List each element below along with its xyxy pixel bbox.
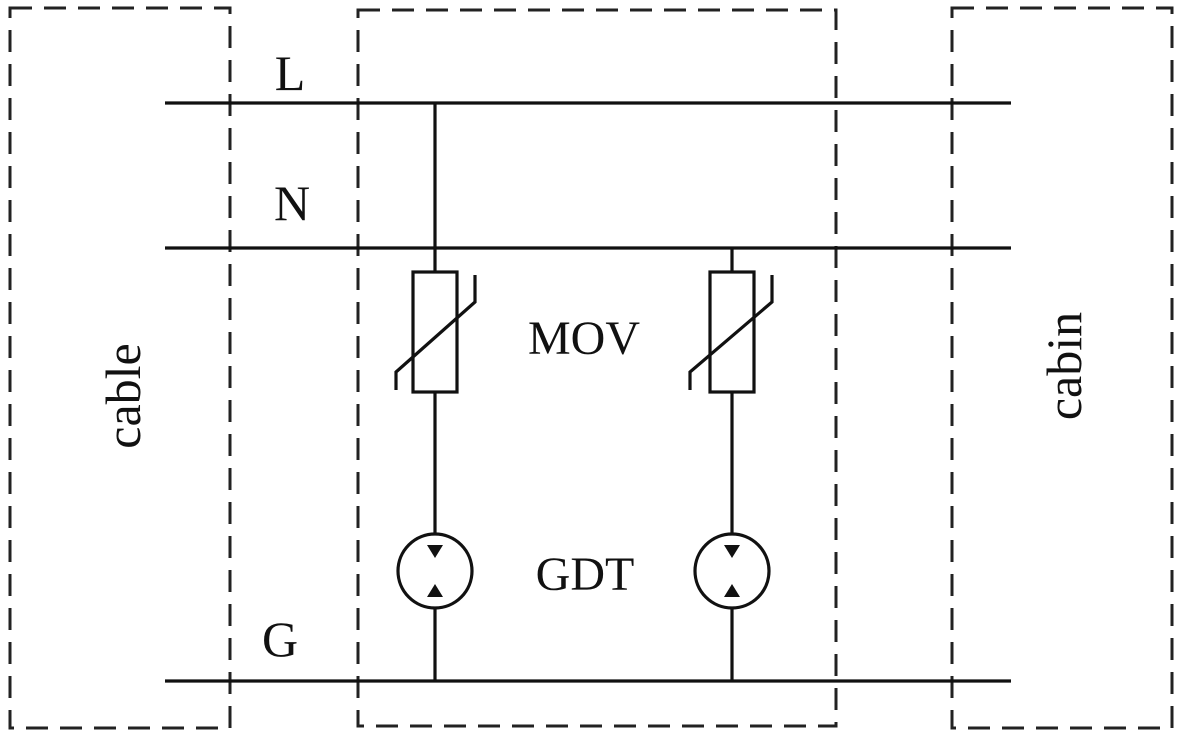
left-protection-branch (394, 103, 477, 681)
spd-zone-box (356, 8, 838, 728)
cabin-zone-label: cabin (1036, 312, 1092, 420)
neutral-line-label: N (274, 175, 310, 231)
left-mov-symbol (394, 270, 477, 394)
cable-zone-box (8, 6, 232, 730)
mov-label: MOV (528, 312, 640, 365)
left-gdt-symbol (396, 532, 474, 610)
cable-zone-label: cable (95, 343, 151, 448)
right-mov-symbol (688, 270, 774, 394)
live-line-label: L (275, 45, 306, 101)
right-gdt-symbol (693, 532, 771, 610)
ground-line-label: G (262, 611, 298, 667)
gdt-label: GDT (536, 548, 635, 601)
cabin-zone-box (950, 6, 1174, 730)
right-protection-branch (688, 248, 774, 681)
